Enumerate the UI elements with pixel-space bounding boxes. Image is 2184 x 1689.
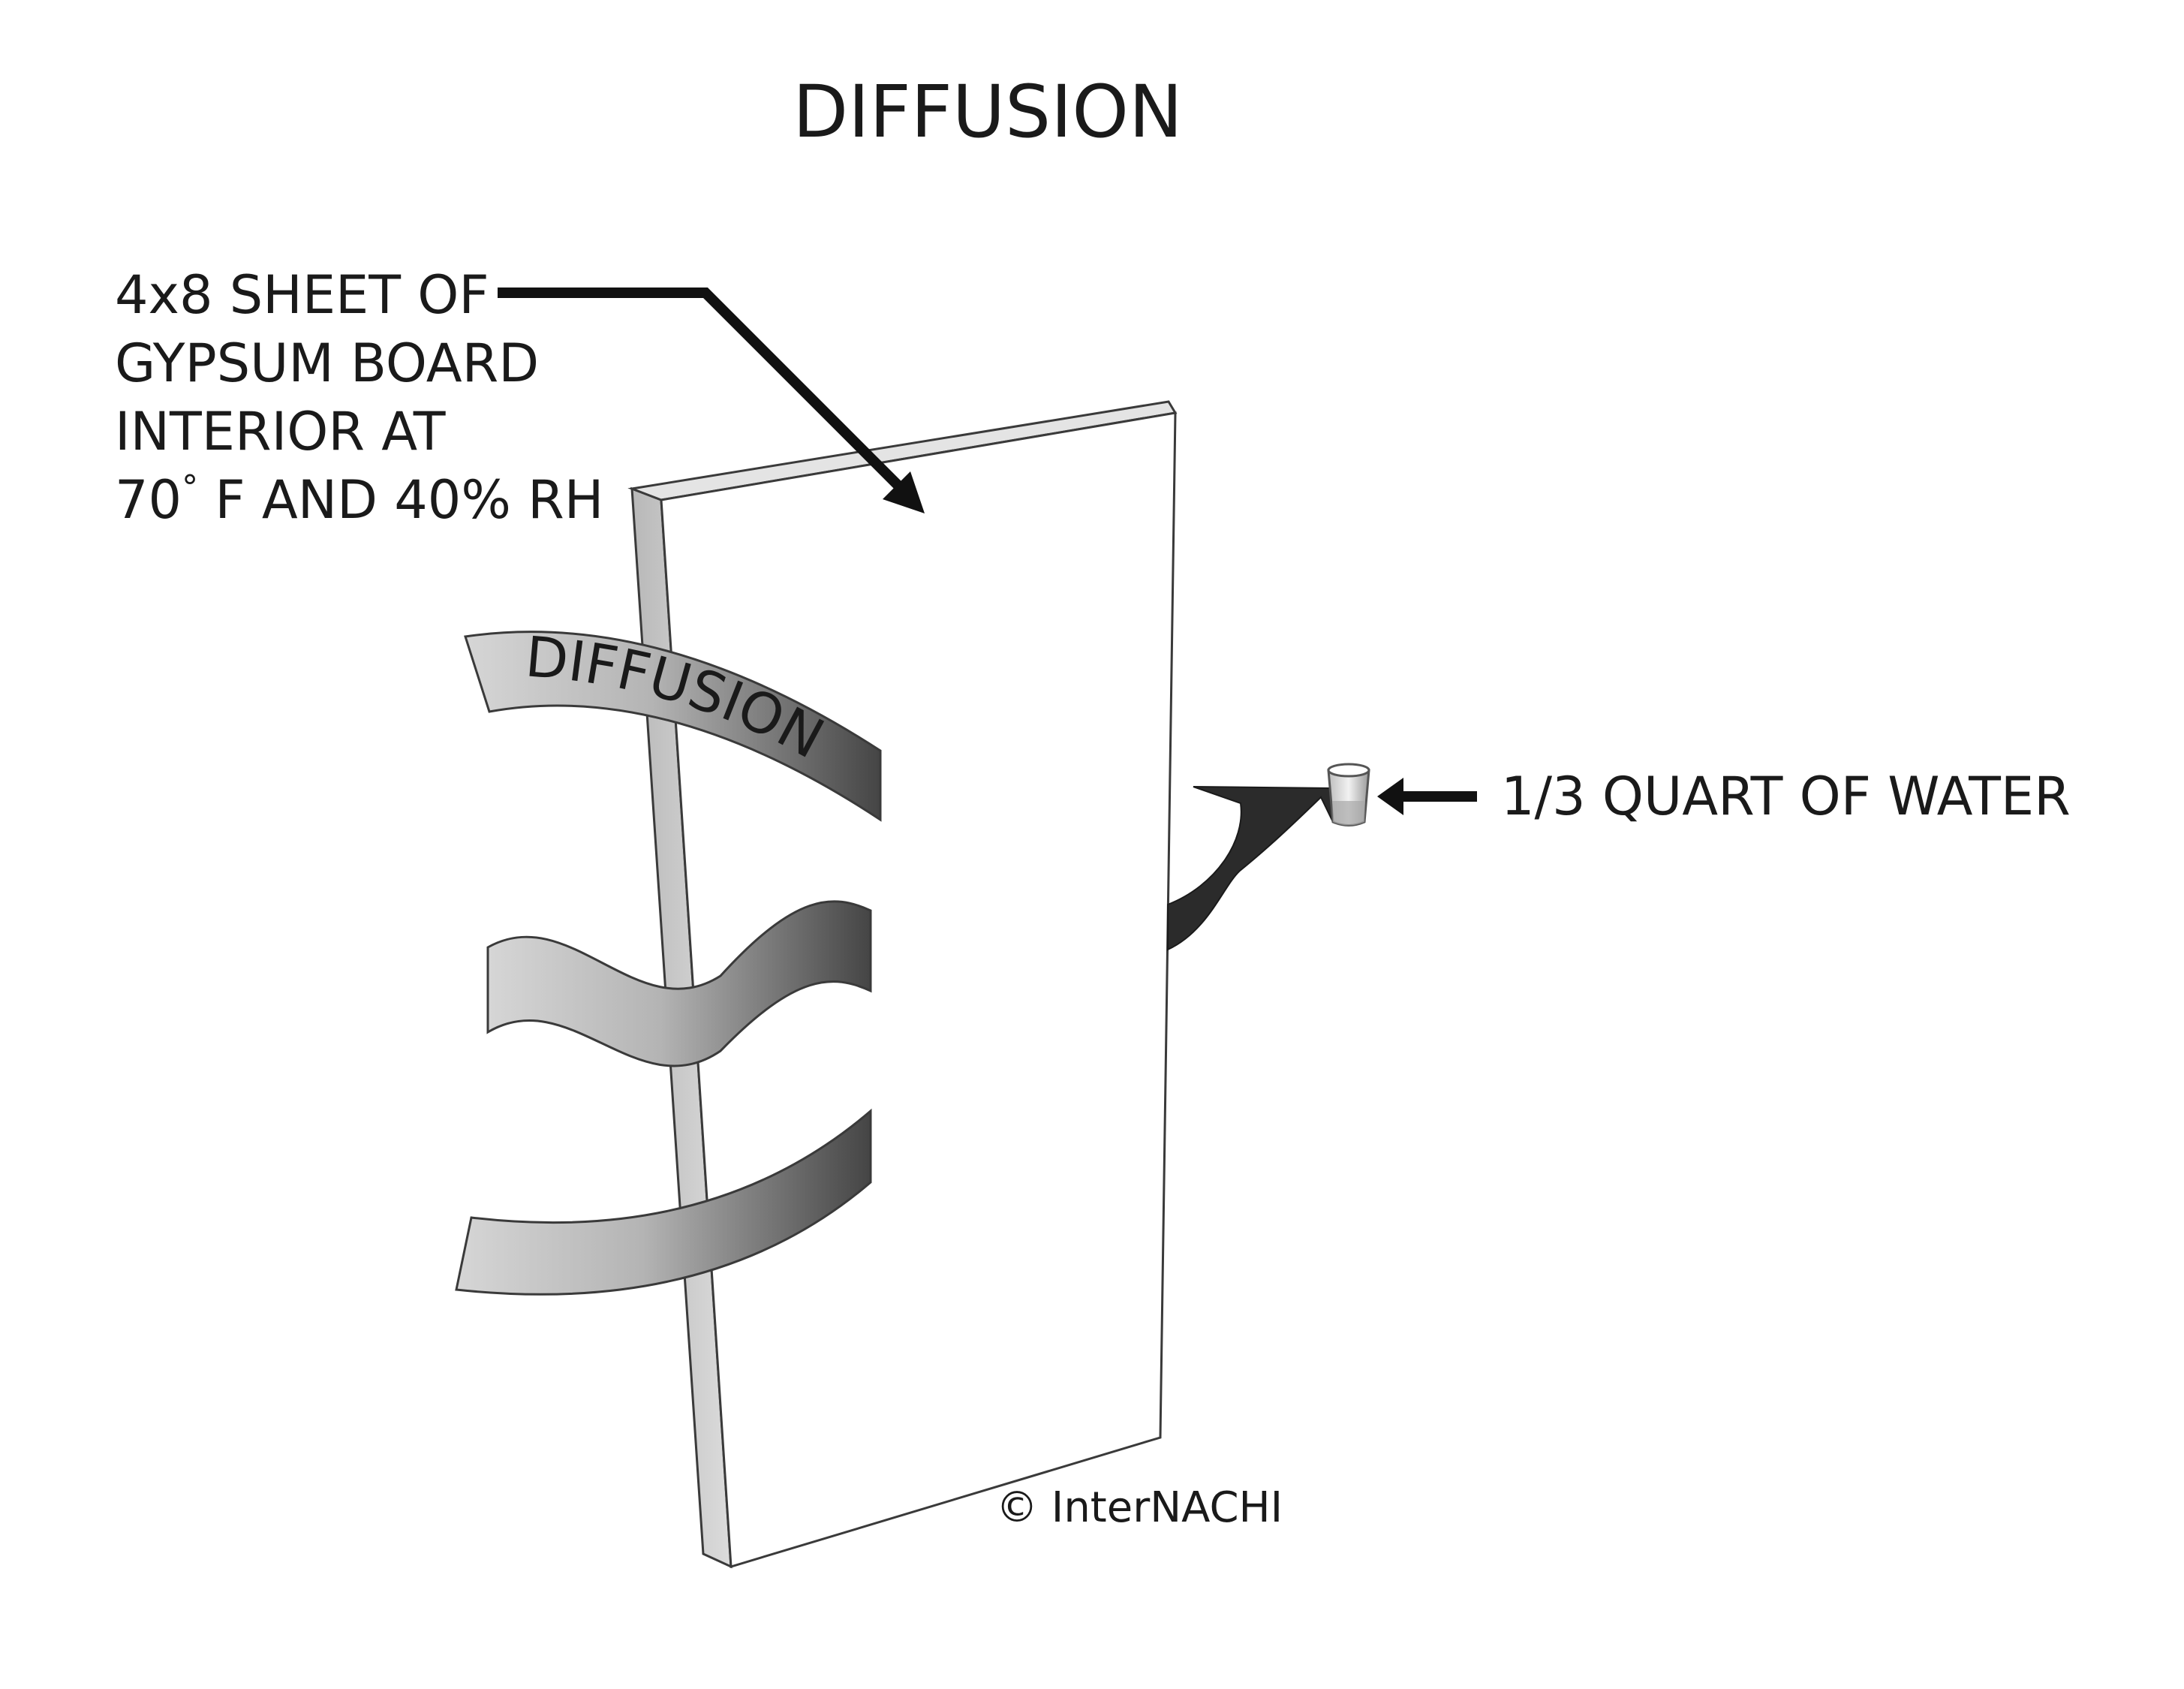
water-cup-icon [1327, 763, 1370, 826]
diffusion-band-top [464, 631, 882, 822]
board-label-line3: INTERIOR AT [115, 401, 446, 462]
water-leader-arrow [1377, 778, 1477, 815]
degree-symbol: ° [182, 468, 198, 507]
board-leader-arrow [498, 288, 925, 513]
board-label-line1: 4x8 SHEET OF [115, 264, 489, 326]
diffusion-band-middle [486, 900, 872, 1067]
board-label-temp: 70 [115, 469, 182, 531]
board-label-line2: GYPSUM BOARD [115, 333, 539, 394]
board-label-line4: 70° F AND 40% RH [115, 468, 603, 531]
copyright-text: © InterNACHI [996, 1483, 1283, 1532]
board-label-conditions: F AND 40% RH [198, 469, 603, 531]
moisture-arrow [1167, 786, 1334, 951]
diffusion-band-bottom [455, 1108, 872, 1296]
page-title: DIFFUSION [793, 70, 1183, 154]
water-label: 1/3 QUART OF WATER [1501, 766, 2071, 827]
